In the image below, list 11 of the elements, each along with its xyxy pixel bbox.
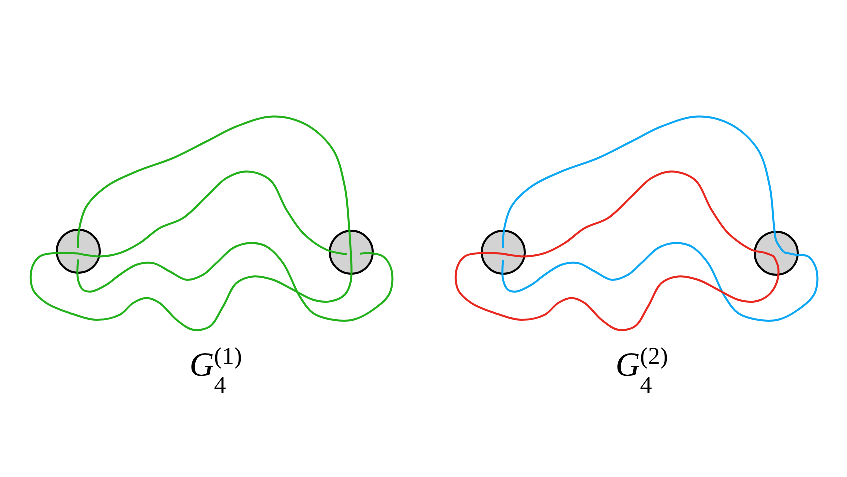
edge-curve [77,116,352,252]
edge-curve [502,116,785,254]
edge-curve [76,242,394,322]
edge-curve [78,170,348,258]
edge-curve [454,252,780,332]
vertex-circle [480,230,526,274]
vertex-circle [754,230,799,276]
vertex-circle [329,230,374,274]
edge-curve [502,242,819,322]
edge-curve [30,252,353,332]
edge-curve [503,170,774,258]
